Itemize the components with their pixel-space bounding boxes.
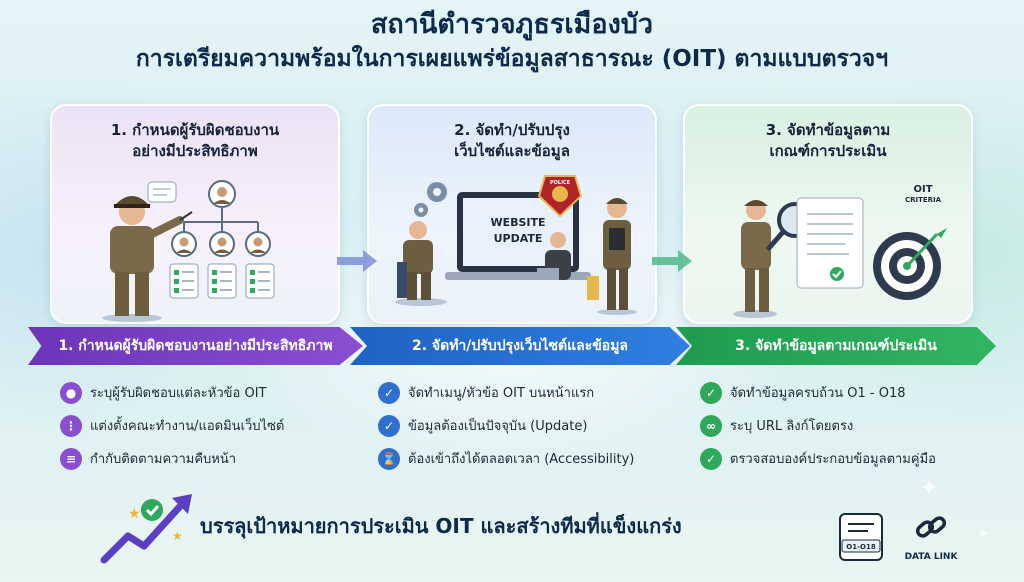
sparkle-icon: ✦	[976, 524, 990, 543]
data-link-label: DATA LINK	[904, 552, 958, 562]
svg-text:★: ★	[128, 506, 141, 522]
police-badge-icon: POLICE	[537, 175, 583, 218]
criteria-label-line1: OIT	[913, 184, 932, 195]
checklist-cards-icon	[169, 263, 275, 299]
chain-link-icon	[915, 516, 947, 538]
step-2-list: ✓ จัดทำเมนู/หัวข้อ OIT บนหน้าแรก ✓ ข้อมู…	[378, 376, 688, 475]
step-3-panel: 3. จัดทำข้อมูลตาม เกณฑ์การประเมิน	[683, 104, 973, 324]
criteria-label-line2: CRITERIA	[905, 196, 942, 204]
step-1-banner: 1. กำหนดผู้รับผิดชอบงานอย่างมีประสิทธิภา…	[28, 327, 363, 365]
list-item: ✓ จัดทำข้อมูลครบถ้วน O1 - O18	[700, 376, 1010, 409]
officer-laptop-icon	[537, 232, 571, 280]
checklist-icon: ≡	[60, 447, 82, 470]
step-1-panel: 1. กำหนดผู้รับผิดชอบงาน อย่างมีประสิทธิภ…	[50, 104, 340, 324]
page-title: สถานีตำรวจภูธรเมืองบัว	[370, 9, 654, 40]
list-item-text: ตรวจสอบองค์ประกอบข้อมูลตามคู่มือ	[730, 452, 936, 467]
officer-standing-icon	[587, 198, 637, 315]
step-3-title-line2: เกณฑ์การประเมิน	[769, 142, 887, 160]
screen-text-line1: WEBSITE	[490, 216, 545, 229]
header: สถานีตำรวจภูธรเมืองบัว การเตรียมความพร้อ…	[0, 8, 1024, 74]
flow-arrow-1-icon	[337, 250, 377, 272]
list-item: ⌛ ต้องเข้าถึงได้ตลอดเวลา (Accessibility)	[378, 442, 688, 475]
step-3-banner: 3. จัดทำข้อมูลตามเกณฑ์ประเมิน	[676, 327, 996, 365]
hierarchy-diagram-icon	[183, 208, 259, 232]
step-1-title-line1: 1. กำหนดผู้รับผิดชอบงาน	[110, 121, 280, 139]
step-1-panel-title: 1. กำหนดผู้รับผิดชอบงาน อย่างมีประสิทธิภ…	[52, 120, 338, 162]
list-item: ≡ กำกับติดตามความคืบหน้า	[60, 442, 370, 475]
link-icon: ∞	[700, 414, 722, 437]
list-item-text: จัดทำเมนู/หัวข้อ OIT บนหน้าแรก	[408, 386, 595, 401]
person-icon: ●	[60, 381, 82, 404]
list-item-text: ต้องเข้าถึงได้ตลอดเวลา (Accessibility)	[408, 452, 635, 467]
officer-icon	[733, 200, 777, 318]
page-subtitle: การเตรียมความพร้อมในการเผยแพร่ข้อมูลสาธา…	[135, 46, 889, 72]
officer-seated-icon	[395, 221, 447, 306]
criteria-illustration: OIT CRITERIA	[733, 184, 947, 318]
step-1-title-line2: อย่างมีประสิทธิภาพ	[132, 142, 258, 160]
avatar-icons	[171, 180, 271, 257]
hourglass-icon: ⌛	[378, 447, 400, 470]
data-link-badge: DATA LINK	[896, 510, 966, 566]
badge-text: POLICE	[550, 180, 571, 186]
check-icon: ✓	[378, 381, 400, 404]
step-2-banner: 2. จัดทำ/ปรับปรุงเว็บไซต์และข้อมูล	[350, 327, 690, 365]
list-item-text: ระบุผู้รับผิดชอบแต่ละหัวข้อ OIT	[90, 386, 267, 401]
target-icon: OIT CRITERIA	[873, 184, 947, 300]
step-1-list: ● ระบุผู้รับผิดชอบแต่ละหัวข้อ OIT ⋮ แต่ง…	[60, 376, 370, 475]
website-update-illustration: WEBSITE UPDATE POLICE	[395, 175, 637, 315]
sparkle-icon: ✦	[920, 476, 939, 501]
list-item-text: จัดทำข้อมูลครบถ้วน O1 - O18	[730, 386, 906, 401]
step-3-list: ✓ จัดทำข้อมูลครบถ้วน O1 - O18 ∞ ระบุ URL…	[700, 376, 1010, 475]
check-icon: ✓	[700, 447, 722, 470]
step-2-panel-title: 2. จัดทำ/ปรับปรุง เว็บไซต์และข้อมูล	[369, 120, 655, 162]
org-chart-illustration	[102, 180, 275, 322]
officer-icon	[102, 196, 193, 322]
svg-text:★: ★	[172, 529, 183, 543]
list-item-text: กำกับติดตามความคืบหน้า	[90, 452, 237, 467]
list-item: ✓ จัดทำเมนู/หัวข้อ OIT บนหน้าแรก	[378, 376, 688, 409]
list-item: ✓ ตรวจสอบองค์ประกอบข้อมูลตามคู่มือ	[700, 442, 1010, 475]
document-badge-icon: O1-O18	[839, 513, 883, 561]
list-item-text: แต่งตั้งคณะทำงาน/แอดมินเว็บไซต์	[90, 419, 285, 434]
gear-icon	[414, 182, 447, 217]
team-icon: ⋮	[60, 414, 82, 437]
list-item-text: ข้อมูลต้องเป็นปัจจุบัน (Update)	[408, 419, 588, 434]
step-2-title-line2: เว็บไซต์และข้อมูล	[454, 142, 570, 160]
update-icon: ✓	[378, 414, 400, 437]
list-item: ∞ ระบุ URL ลิงก์โดยตรง	[700, 409, 1010, 442]
step-2-panel: 2. จัดทำ/ปรับปรุง เว็บไซต์และข้อมูล WEBS…	[367, 104, 657, 324]
screen-text-line2: UPDATE	[494, 232, 543, 245]
goal-statement: บรรลุเป้าหมายการประเมิน OIT และสร้างทีมท…	[200, 514, 682, 538]
speech-bubble-icon	[147, 181, 177, 203]
check-icon: ✓	[700, 381, 722, 404]
step-2-title-line1: 2. จัดทำ/ปรับปรุง	[454, 121, 570, 139]
list-item-text: ระบุ URL ลิงก์โดยตรง	[730, 419, 854, 434]
flow-arrow-2-icon	[652, 250, 692, 272]
list-item: ✓ ข้อมูลต้องเป็นปัจจุบัน (Update)	[378, 409, 688, 442]
step-3-panel-title: 3. จัดทำข้อมูลตาม เกณฑ์การประเมิน	[685, 120, 971, 162]
document-icon	[796, 197, 864, 289]
list-item: ⋮ แต่งตั้งคณะทำงาน/แอดมินเว็บไซต์	[60, 409, 370, 442]
doc-badge-text: O1-O18	[846, 543, 876, 551]
growth-chart-icon: ★ ★	[100, 494, 192, 564]
step-3-title-line1: 3. จัดทำข้อมูลตาม	[765, 121, 891, 139]
list-item: ● ระบุผู้รับผิดชอบแต่ละหัวข้อ OIT	[60, 376, 370, 409]
